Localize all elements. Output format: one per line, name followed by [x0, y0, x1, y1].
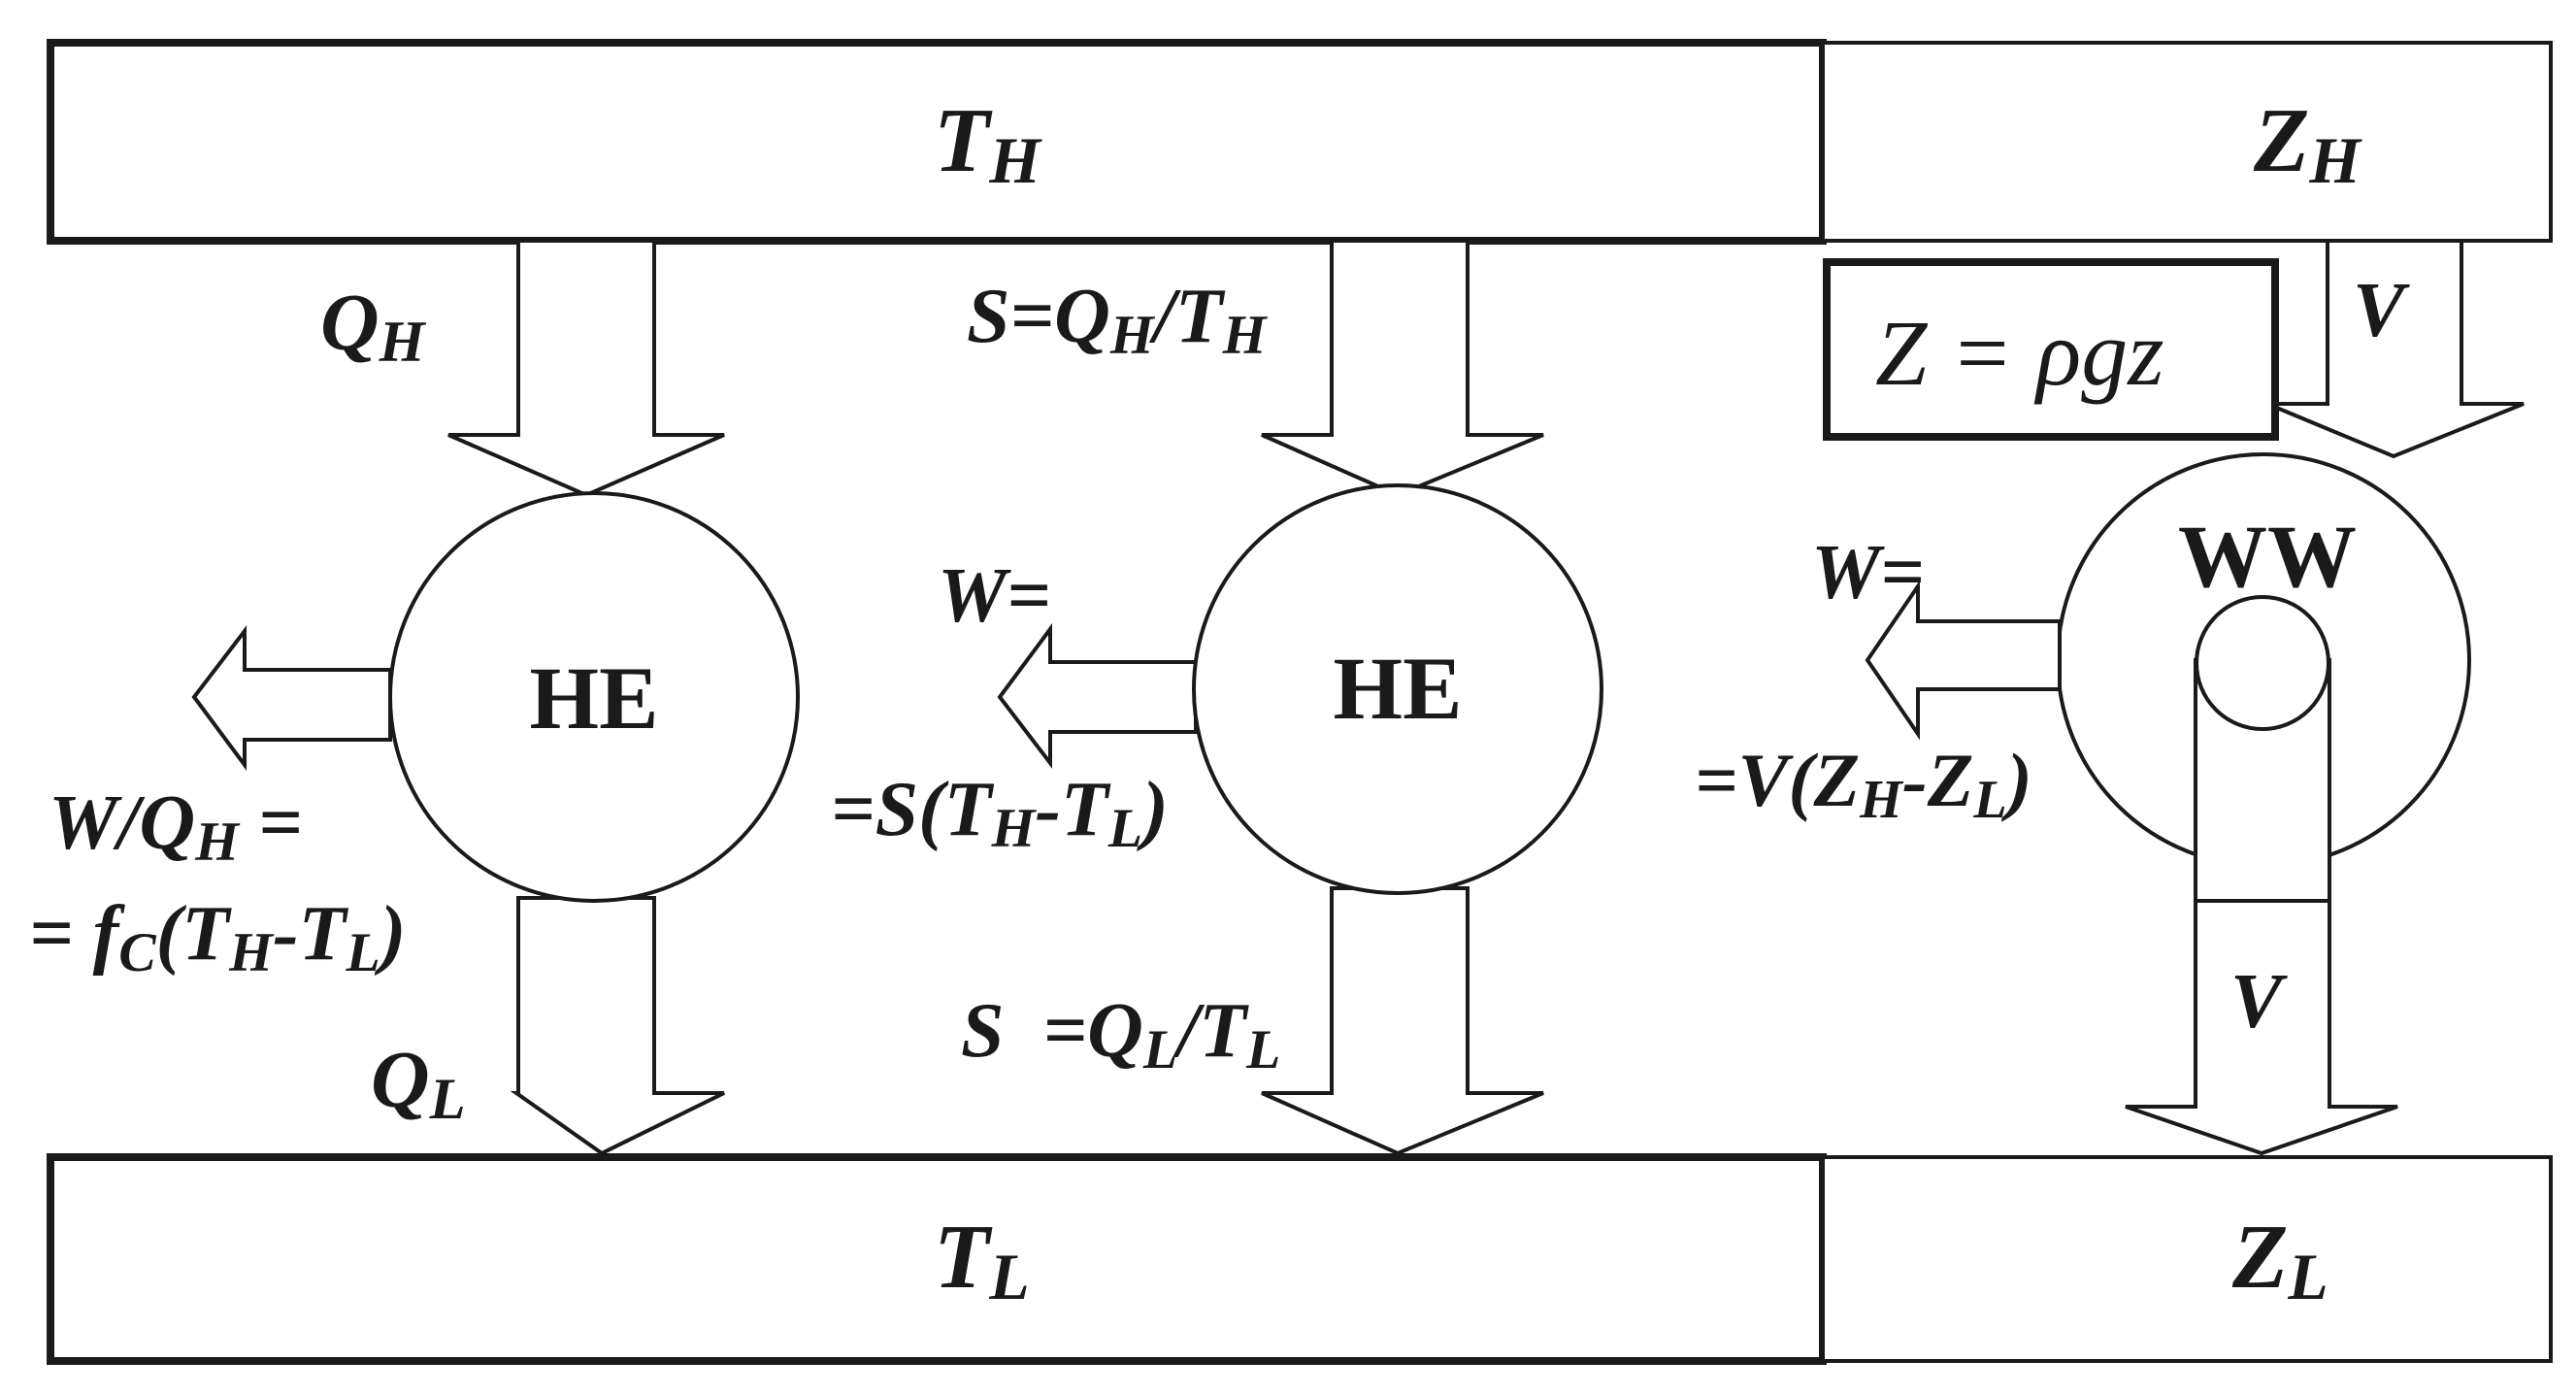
water-wheel-label: WW [2178, 507, 2357, 606]
hot-reservoir-label: TH [934, 90, 1042, 197]
water-outflow-arrow [2125, 658, 2398, 1156]
heat-input-arrow [447, 239, 725, 498]
water-flow-label-bottom: V [2230, 959, 2288, 1045]
low-level-reservoir-box [1821, 1155, 2553, 1363]
efficiency-line-1: W/QH = [49, 780, 303, 873]
heat-output-label: QL [371, 1035, 466, 1132]
work-label: W= [938, 553, 1051, 639]
efficiency-line-2: = fC(TH-TL) [29, 891, 406, 983]
entropy-input-arrow [1261, 239, 1544, 498]
work-expression: =S(TH-TL) [831, 767, 1169, 859]
level-definition-text: Z = ρgz [1875, 301, 2164, 405]
level-definition-box [1823, 258, 2279, 441]
entropy-input-label: S=QH/TH [967, 274, 1269, 366]
cold-reservoir-label: TL [934, 1207, 1030, 1313]
entropy-output-label: S=QL/TL [961, 988, 1280, 1080]
work-label: W= [1811, 530, 1925, 615]
hot-reservoir-box [47, 39, 1827, 245]
work-output-arrow [191, 625, 392, 772]
high-level-label: ZH [2253, 90, 2362, 197]
cold-reservoir-box [47, 1153, 1827, 1365]
wheel-hub [2195, 595, 2330, 731]
heat-output-arrow [510, 896, 725, 1156]
heat-engine-circle [1192, 483, 1603, 895]
work-output-arrow [997, 622, 1198, 769]
heat-input-label: QH [320, 278, 427, 375]
entropy-output-arrow [1261, 886, 1544, 1156]
water-inflow-arrow [2266, 239, 2525, 459]
heat-engine-label: HE [1334, 639, 1463, 738]
high-level-reservoir-box [1821, 41, 2553, 243]
low-level-label: ZL [2231, 1207, 2328, 1313]
heat-engine-label: HE [530, 648, 659, 747]
work-output-arrow [1865, 580, 2062, 741]
water-flow-label-top: V [2353, 268, 2410, 353]
work-expression: =V(ZH-ZL) [1695, 738, 2032, 830]
heat-engine-circle [388, 491, 800, 903]
